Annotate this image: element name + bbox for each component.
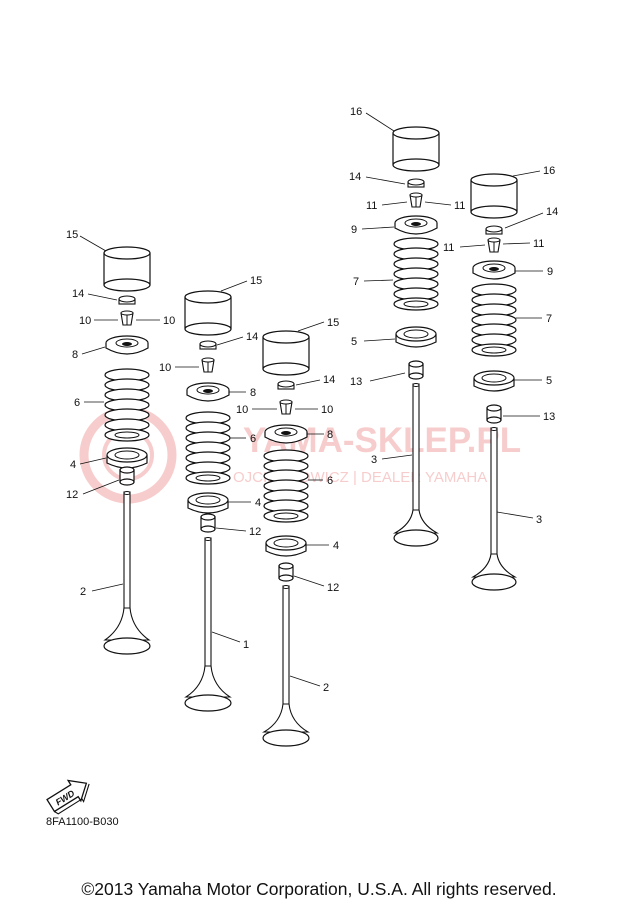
callout-3: 3 — [536, 514, 542, 526]
spring-retainer — [472, 260, 516, 280]
callout-14: 14 — [349, 171, 361, 183]
valve — [392, 383, 440, 547]
valve-spring — [263, 449, 309, 523]
callout-7: 7 — [546, 313, 552, 325]
callouts-column-5: 16 14 11 11 9 7 5 13 3 — [443, 165, 558, 526]
callout-2: 2 — [323, 682, 329, 694]
valve-cotter — [409, 192, 423, 208]
bucket-tappet — [184, 290, 232, 336]
valve-cotter — [487, 237, 501, 253]
callout-11: 11 — [366, 200, 377, 212]
valve-cotter — [120, 310, 134, 326]
callout-8: 8 — [250, 387, 256, 399]
callout-6: 6 — [250, 433, 256, 445]
adjusting-shim — [485, 225, 503, 235]
bucket-tappet — [392, 126, 440, 172]
callout-13: 13 — [543, 411, 555, 423]
valve-assembly-column-5 — [470, 173, 518, 591]
adjusting-shim — [199, 340, 217, 350]
callout-9: 9 — [351, 224, 357, 236]
callout-12: 12 — [327, 582, 339, 594]
spring-retainer — [264, 424, 308, 444]
callouts-column-2: 15 14 10 8 6 4 12 1 — [159, 275, 262, 651]
callout-4: 4 — [70, 459, 76, 471]
callout-8: 8 — [72, 349, 78, 361]
callout-15: 15 — [327, 317, 339, 329]
valve-spring — [471, 283, 517, 357]
callout-13: 13 — [350, 376, 362, 388]
spring-seat — [473, 370, 515, 392]
valve-assembly-column-3 — [261, 330, 311, 747]
adjusting-shim — [407, 178, 425, 188]
bucket-tappet — [262, 330, 310, 376]
callout-1: 1 — [243, 639, 249, 651]
callout-8: 8 — [327, 429, 333, 441]
callout-14: 14 — [323, 374, 335, 386]
valve — [261, 585, 311, 747]
callouts-column-4: 16 14 11 11 9 7 5 13 3 — [349, 106, 465, 466]
valve — [103, 491, 151, 655]
callout-3: 3 — [371, 454, 377, 466]
spring-retainer — [105, 335, 149, 355]
stem-seal — [119, 466, 135, 486]
valve-spring — [185, 411, 231, 485]
callout-10: 10 — [159, 362, 171, 374]
callout-14: 14 — [546, 206, 558, 218]
valve-spring — [104, 368, 150, 442]
callout-10: 10 — [163, 315, 175, 327]
forward-arrow-icon: FWD — [46, 779, 90, 815]
callout-11: 11 — [443, 242, 454, 254]
stem-seal — [486, 404, 502, 424]
valve — [470, 427, 518, 591]
callouts-column-1: 15 14 10 10 8 6 4 12 2 — [66, 229, 175, 598]
callout-6: 6 — [74, 397, 80, 409]
adjusting-shim — [277, 380, 295, 390]
callout-15: 15 — [250, 275, 262, 287]
callout-10: 10 — [321, 404, 333, 416]
callout-14: 14 — [246, 331, 258, 343]
spring-retainer — [394, 215, 438, 235]
callout-16: 16 — [350, 106, 362, 118]
spring-seat — [187, 492, 229, 514]
valve-assembly-column-2 — [184, 290, 232, 712]
callout-15: 15 — [66, 229, 78, 241]
bucket-tappet — [103, 246, 151, 292]
callout-4: 4 — [255, 497, 261, 509]
bucket-tappet — [470, 173, 518, 219]
spring-seat — [265, 535, 307, 557]
callouts-column-3: 15 14 10 10 8 6 4 12 2 — [236, 317, 339, 694]
callout-12: 12 — [66, 489, 78, 501]
stem-seal — [278, 562, 294, 582]
callout-11: 11 — [533, 238, 544, 250]
spring-retainer — [186, 382, 230, 402]
valve-assembly-column-1 — [103, 246, 151, 655]
callout-11: 11 — [454, 200, 465, 212]
callout-10: 10 — [236, 404, 248, 416]
diagram-code: 8FA1100-B030 — [46, 816, 119, 828]
spring-seat — [106, 447, 148, 469]
adjusting-shim — [118, 295, 136, 305]
callout-14: 14 — [72, 288, 84, 300]
spring-seat — [395, 326, 437, 348]
callout-16: 16 — [543, 165, 555, 177]
valve-spring — [393, 237, 439, 311]
callout-4: 4 — [333, 540, 339, 552]
callout-2: 2 — [80, 586, 86, 598]
valve-assembly-column-4 — [392, 126, 440, 547]
callout-5: 5 — [351, 336, 357, 348]
copyright-notice: ©2013 Yamaha Motor Corporation, U.S.A. A… — [81, 879, 557, 899]
callout-10: 10 — [79, 315, 91, 327]
stem-seal — [408, 360, 424, 380]
stem-seal — [200, 513, 216, 533]
valve-cotter — [279, 399, 293, 415]
callout-5: 5 — [546, 375, 552, 387]
valve — [184, 537, 232, 712]
callout-12: 12 — [249, 526, 261, 538]
callout-6: 6 — [327, 475, 333, 487]
callout-9: 9 — [547, 266, 553, 278]
callout-7: 7 — [353, 276, 359, 288]
valve-cotter — [201, 357, 215, 373]
